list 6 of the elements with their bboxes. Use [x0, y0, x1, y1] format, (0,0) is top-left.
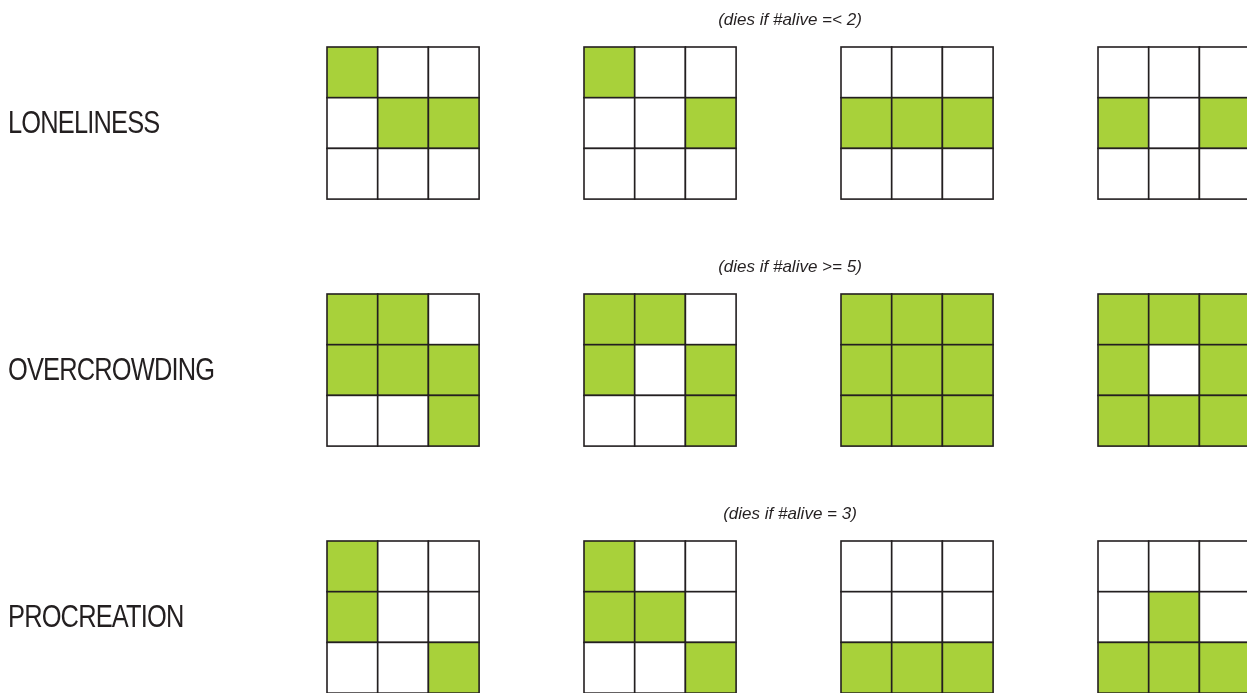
rule-note: (dies if #alive =< 2) — [717, 10, 863, 30]
rule-note: (dies if #alive = 3) — [722, 504, 858, 524]
rule-heading: OVERCROWDING — [8, 352, 215, 388]
rule-heading: LONELINESS — [8, 105, 160, 141]
rule-note: (dies if #alive >= 5) — [717, 257, 863, 277]
rule-heading: PROCREATION — [8, 599, 184, 635]
